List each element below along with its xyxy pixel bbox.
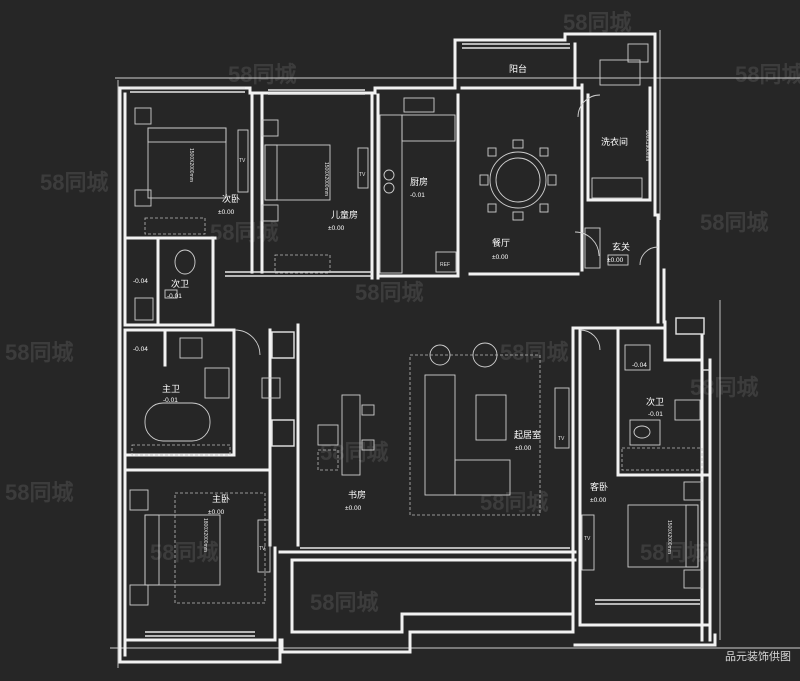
watermark: 58同城 [40, 170, 108, 195]
room-label-guest: 客卧 [590, 481, 608, 492]
room-label-bath2: 次卫 [171, 278, 189, 289]
doors [234, 94, 659, 356]
watermark: 58同城 [355, 280, 423, 305]
bed-size-label: 1500X2000mm [666, 520, 672, 554]
room-labels: 阳台 洗衣间 厨房 -0.01 餐厅 ±0.00 玄关 ±0.00 次卧 ±0.… [133, 63, 664, 516]
ref-label: REF [440, 262, 450, 268]
room-label-master-bath: 主卫 [162, 383, 180, 394]
tv-label: TV [259, 546, 266, 552]
watermark: 58同城 [5, 340, 73, 365]
watermark: 58同城 [700, 210, 768, 235]
level-bath3: -0.01 [648, 411, 663, 418]
watermark: 58同城 [640, 540, 708, 565]
furniture-labels: TV TV TV TV TV REF 1500X2000mm 1500X2000… [188, 130, 672, 554]
watermark: 58同城 [480, 490, 548, 515]
bed-size-label: 1800X2000mm [202, 518, 208, 552]
windows [130, 43, 710, 637]
furniture [129, 43, 703, 606]
watermarks: 58同城 58同城 58同城 58同城 58同城 58同城 58同城 58同城 … [5, 10, 800, 615]
level-guest: ±0.00 [590, 497, 607, 504]
dining-table [489, 151, 547, 209]
tv-label: TV [584, 536, 591, 542]
room-label-bedroom2: 次卧 [222, 193, 240, 204]
room-label-bath3: 次卫 [646, 396, 664, 407]
watermark: 58同城 [500, 340, 568, 365]
tv-label: TV [558, 436, 565, 442]
watermark: 58同城 [563, 10, 631, 35]
room-label-dining: 餐厅 [492, 237, 510, 248]
bed [147, 127, 227, 199]
walls [118, 32, 717, 664]
watermark: 58同城 [320, 440, 388, 465]
level-bath2-shower: -0.04 [133, 278, 148, 285]
level-master-bath: -0.01 [163, 397, 178, 404]
bed-size-label: 1500X2000mm [323, 162, 329, 196]
level-bath2: -0.01 [167, 293, 182, 300]
watermark: 58同城 [150, 540, 218, 565]
room-label-study: 书房 [348, 489, 366, 500]
room-label-living: 起居室 [514, 429, 541, 440]
level-master: ±0.00 [208, 509, 225, 516]
level-bedroom2: ±0.00 [218, 209, 235, 216]
level-study: ±0.00 [345, 505, 362, 512]
watermark: 58同城 [310, 590, 378, 615]
level-dining: ±0.00 [492, 254, 509, 261]
room-label-entrance: 玄关 [612, 241, 630, 252]
image-credit: 品元装饰供图 [725, 649, 791, 663]
sofa [424, 374, 456, 496]
tv-label: TV [239, 158, 246, 164]
level-bath3-shower: -0.04 [632, 362, 647, 369]
room-label-kids: 儿童房 [331, 209, 358, 220]
level-entrance: ±0.00 [607, 257, 624, 264]
room-label-laundry: 洗衣间 [601, 136, 628, 147]
room-label-kitchen: 厨房 [410, 176, 428, 187]
watermark: 58同城 [5, 480, 73, 505]
tv-label: TV [359, 172, 366, 178]
level-master-bath-shower: -0.04 [133, 346, 148, 353]
watermark: 58同城 [735, 62, 800, 87]
level-living: ±0.00 [515, 445, 532, 452]
room-label-balcony: 阳台 [509, 63, 527, 74]
bed [264, 144, 331, 201]
guide-lines [110, 30, 800, 668]
laundry-size-label: 900X1900mm [644, 130, 650, 161]
bathtub [144, 402, 211, 442]
level-kids: ±0.00 [328, 225, 345, 232]
bed-size-label: 1500X2000mm [188, 148, 194, 182]
watermark: 58同城 [228, 62, 296, 87]
watermark: 58同城 [210, 220, 278, 245]
level-kitchen: -0.01 [410, 192, 425, 199]
room-label-master: 主卧 [212, 493, 230, 504]
watermark: 58同城 [690, 375, 758, 400]
